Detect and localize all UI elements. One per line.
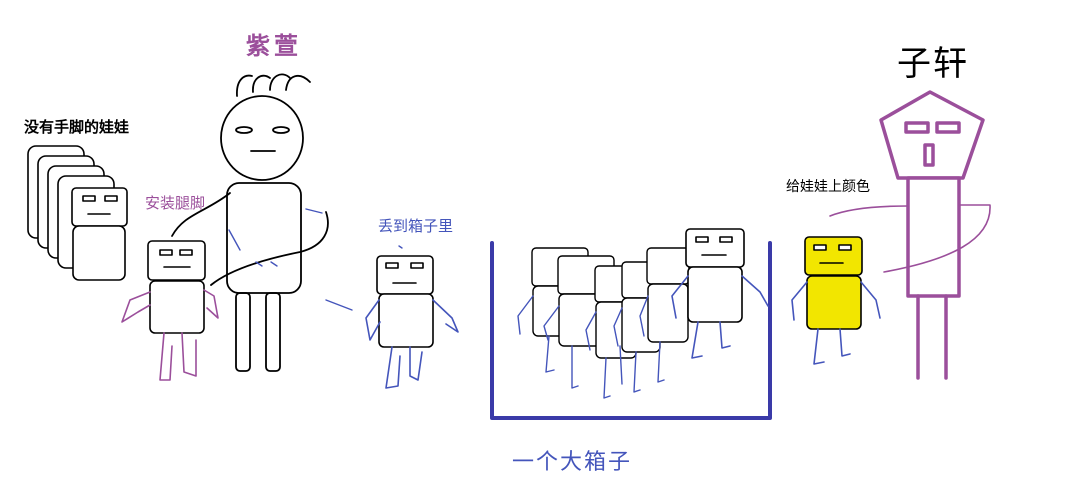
hair-strand	[252, 74, 271, 93]
big-box-outline	[490, 241, 772, 420]
torso	[906, 176, 961, 298]
front-limbless-doll	[71, 187, 128, 281]
purple-limbs	[121, 289, 219, 381]
label-color-dolls: 给娃娃上颜色	[786, 179, 870, 195]
label-big-box: 一个大箱子	[512, 450, 633, 475]
front-boxed-doll	[671, 228, 769, 359]
right-arm	[210, 211, 329, 286]
motion-lines	[228, 208, 403, 311]
label-toss-into-box: 丢到箱子里	[378, 217, 454, 235]
left-leg	[235, 292, 251, 372]
boxed-dolls	[517, 228, 769, 399]
zixuan-boy-figure	[829, 90, 991, 380]
label-zixuan-girl: 紫萱	[246, 32, 302, 60]
right-leg	[265, 292, 281, 372]
label-attach-legs: 安装腿脚	[145, 194, 206, 212]
label-dolls-without-limbs: 没有手脚的娃娃	[24, 118, 130, 136]
left-arm	[829, 205, 909, 217]
torso	[226, 182, 302, 294]
doll-being-assembled	[121, 240, 219, 381]
hair-strand	[236, 74, 253, 97]
right-arm	[883, 204, 991, 273]
limbless-dolls-stack	[27, 145, 128, 281]
hair-strand	[269, 73, 291, 91]
zixuan-girl-figure	[171, 73, 329, 372]
hair-strand	[285, 75, 311, 91]
label-zixuan-boy: 子轩	[897, 44, 969, 84]
doll-being-tossed	[365, 255, 459, 389]
head	[220, 95, 304, 181]
yellow-colored-doll	[791, 236, 881, 365]
left-arm	[171, 192, 231, 237]
